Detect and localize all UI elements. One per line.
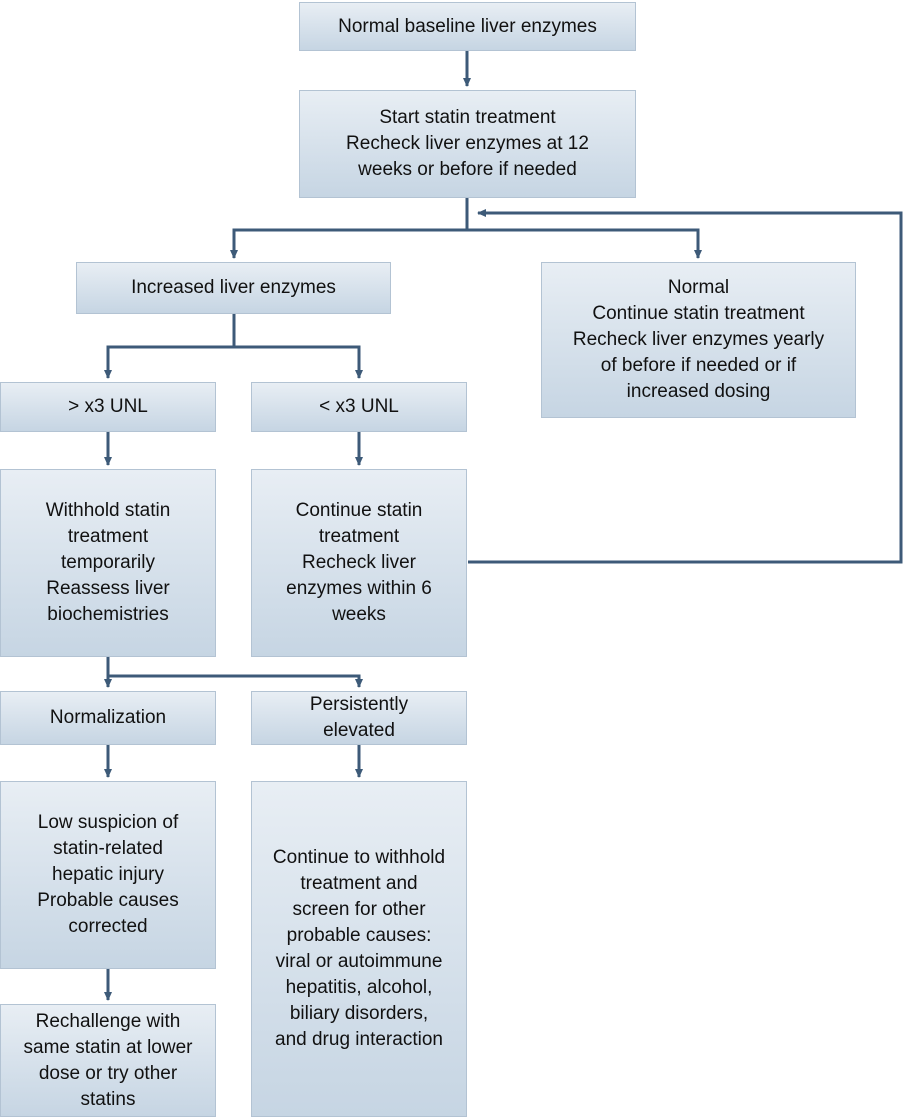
node-increased-enzymes: Increased liver enzymes xyxy=(76,262,391,314)
node-continue-withhold-line: and drug interaction xyxy=(275,1029,443,1050)
node-continue-line: weeks xyxy=(332,604,386,625)
node-continue-line: Recheck liver xyxy=(301,552,417,573)
node-normalization: Normalization xyxy=(0,691,216,745)
node-continue-line: enzymes within 6 xyxy=(286,578,432,599)
node-continue-line: treatment xyxy=(318,526,400,547)
node-continue-line: Continue statin xyxy=(295,500,423,521)
node-continue-withhold-line: treatment and xyxy=(300,873,418,894)
arrow-start-to-increased xyxy=(230,198,469,259)
node-rechallenge: Rechallenge with same statin at lower do… xyxy=(0,1004,216,1117)
node-low-suspicion-line: statin-related xyxy=(53,838,163,859)
node-continue-withhold-line: viral or autoimmune xyxy=(275,951,443,972)
node-low-suspicion-line: Probable causes xyxy=(37,890,179,911)
node-continue-statin: Continue statin treatment Recheck liver … xyxy=(251,469,467,657)
node-persistent-line: Persistently xyxy=(309,694,409,715)
node-start-line: Recheck liver enzymes at 12 xyxy=(346,133,589,154)
node-rechallenge-line: same statin at lower xyxy=(23,1036,193,1058)
node-continue-withhold-line: hepatitis, alcohol, xyxy=(285,977,433,998)
node-rechallenge-line: Rechallenge with xyxy=(35,1010,181,1032)
node-low-suspicion: Low suspicion of statin-related hepatic … xyxy=(0,781,216,969)
node-low-suspicion-line: hepatic injury xyxy=(52,864,164,885)
node-gt3-line: > x3 UNL xyxy=(68,396,148,417)
node-start-treatment: Start statin treatment Recheck liver enz… xyxy=(299,90,636,198)
node-low-suspicion-line: corrected xyxy=(68,916,148,937)
arrow-withhold-to-persistent xyxy=(108,674,363,688)
node-lt3-line: < x3 UNL xyxy=(319,396,399,417)
node-normal-line: of before if needed or if xyxy=(600,355,797,376)
arrow-increased-to-gt3 xyxy=(104,314,236,379)
arrow-increased-to-lt3 xyxy=(234,345,363,379)
node-persistent-line: elevated xyxy=(323,720,395,741)
node-lt3-unl: < x3 UNL xyxy=(251,382,467,432)
node-continue-withhold-line: biliary disorders, xyxy=(289,1003,429,1024)
node-increased-line: Increased liver enzymes xyxy=(131,277,336,298)
node-continue-withhold: Continue to withhold treatment and scree… xyxy=(251,781,467,1117)
node-baseline-line: Normal baseline liver enzymes xyxy=(338,15,597,37)
node-start-line: Start statin treatment xyxy=(379,107,556,128)
node-continue-withhold-line: screen for other xyxy=(292,899,426,920)
node-withhold-line: biochemistries xyxy=(47,604,169,625)
node-continue-withhold-line: Continue to withhold xyxy=(272,847,446,868)
node-low-suspicion-line: Low suspicion of xyxy=(37,812,179,833)
node-withhold: Withhold statin treatment temporarily Re… xyxy=(0,469,216,657)
arrow-start-to-normal xyxy=(467,228,702,259)
node-normal-line: Normal xyxy=(667,277,730,298)
node-persistently-elevated: Persistently elevated xyxy=(251,691,467,745)
node-withhold-line: Withhold statin xyxy=(45,500,171,521)
node-normalization-line: Normalization xyxy=(49,707,167,728)
node-rechallenge-line: statins xyxy=(80,1088,136,1110)
node-withhold-line: treatment xyxy=(67,526,149,547)
node-withhold-line: Reassess liver xyxy=(46,578,170,599)
node-normal-line: Continue statin treatment xyxy=(592,303,805,324)
node-continue-withhold-line: probable causes: xyxy=(286,925,432,946)
node-normal-line: Recheck liver enzymes yearly xyxy=(572,329,825,350)
node-rechallenge-line: dose or try other xyxy=(38,1062,178,1084)
node-gt3-unl: > x3 UNL xyxy=(0,382,216,432)
node-withhold-line: temporarily xyxy=(61,552,155,573)
node-normal: Normal Continue statin treatment Recheck… xyxy=(541,262,856,418)
arrow-continue-loop-to-start xyxy=(468,209,903,564)
node-start-line: weeks or before if needed xyxy=(358,159,577,180)
node-normal-line: increased dosing xyxy=(626,381,771,402)
node-baseline: Normal baseline liver enzymes xyxy=(299,2,636,51)
